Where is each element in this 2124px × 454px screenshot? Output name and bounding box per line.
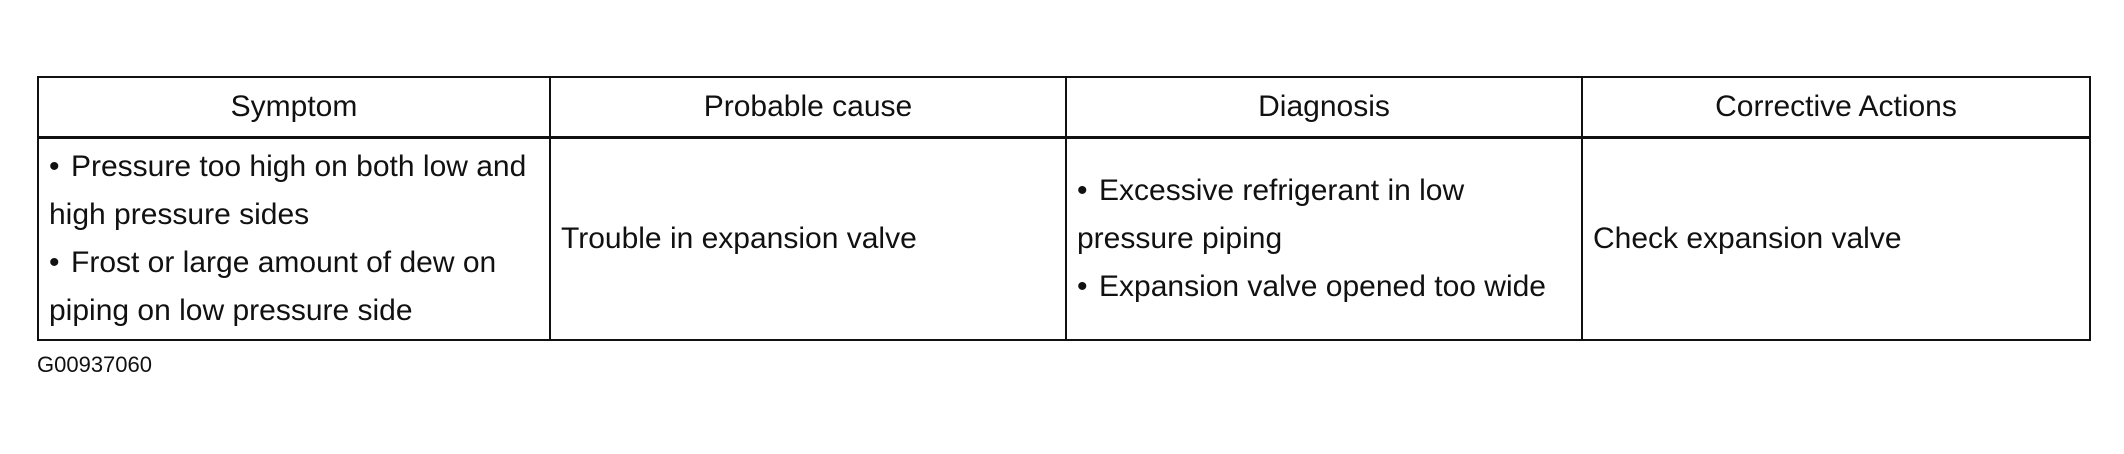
symptom-text: Pressure too high on both low and high p… xyxy=(49,150,527,231)
header-probable-cause: Probable cause xyxy=(549,76,1067,139)
bullet-icon: • xyxy=(1077,174,1088,207)
symptom-item: •Pressure too high on both low and high … xyxy=(49,143,541,239)
header-diagnosis: Diagnosis xyxy=(1065,76,1583,139)
header-corrective-actions: Corrective Actions xyxy=(1581,76,2091,139)
diagnosis-cell: •Excessive refrigerant in low pressure p… xyxy=(1065,136,1583,341)
diagnosis-item: • Expansion valve opened too wide xyxy=(1077,263,1573,311)
diagnosis-text: Expansion valve opened too wide xyxy=(1099,270,1546,303)
probable-cause-cell: Trouble in expansion valve xyxy=(549,136,1067,341)
symptom-list: •Pressure too high on both low and high … xyxy=(49,143,541,335)
symptom-text: Frost or large amount of dew on piping o… xyxy=(49,246,497,327)
diagnosis-table: Symptom Probable cause Diagnosis Correct… xyxy=(37,76,2091,341)
corrective-action-cell: Check expansion valve xyxy=(1581,136,2091,341)
diagnosis-item: •Excessive refrigerant in low pressure p… xyxy=(1077,167,1573,263)
diagnosis-text: Excessive refrigerant in low pressure pi… xyxy=(1077,174,1465,255)
bullet-icon: • xyxy=(1077,270,1088,303)
bullet-icon: • xyxy=(49,246,60,279)
symptom-cell: •Pressure too high on both low and high … xyxy=(37,136,551,341)
diagnosis-list: •Excessive refrigerant in low pressure p… xyxy=(1077,167,1573,311)
figure-code: G00937060 xyxy=(37,352,152,377)
table-header-row: Symptom Probable cause Diagnosis Correct… xyxy=(37,76,2091,139)
header-symptom: Symptom xyxy=(37,76,551,139)
symptom-item: •Frost or large amount of dew on piping … xyxy=(49,239,541,335)
table-row: •Pressure too high on both low and high … xyxy=(37,136,2091,341)
bullet-icon: • xyxy=(49,150,60,183)
